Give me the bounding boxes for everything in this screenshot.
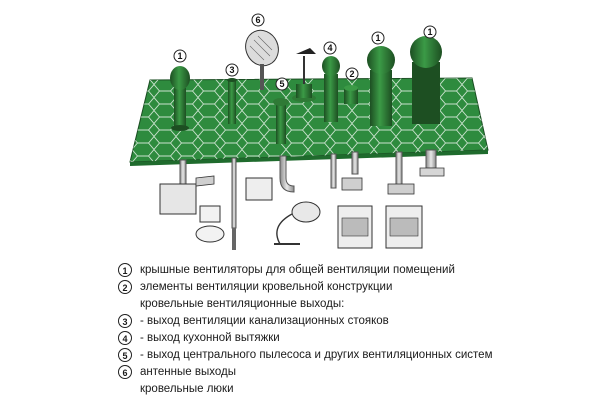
- weather-vane: [292, 48, 316, 102]
- legend-row: 2 элементы вентиляции кровельной констру…: [118, 279, 392, 295]
- legend-row: кровельные люки: [118, 381, 234, 397]
- legend-text: элементы вентиляции кровельной конструкц…: [140, 281, 393, 293]
- vent-right-tall: [410, 36, 442, 124]
- callout-fan-center: 5: [275, 77, 289, 91]
- kitchen-stoves: [337, 167, 445, 249]
- legend-text: кровельные люки: [140, 383, 234, 395]
- legend-row: 6 антенные выходы: [118, 364, 236, 380]
- bathroom-fixtures: [159, 175, 236, 250]
- svg-text:1: 1: [177, 51, 182, 61]
- svg-text:5: 5: [279, 79, 284, 89]
- legend-row: 4 - выход кухонной вытяжки: [118, 330, 280, 346]
- legend-row: 3 - выход вентиляции канализационных сто…: [118, 313, 389, 329]
- legend-text: кровельные вентиляционные выходы:: [140, 298, 345, 310]
- legend-row: 1 крышные вентиляторы для общей вентиляц…: [118, 262, 455, 278]
- vent-pipe-tall: [227, 78, 237, 124]
- antenna-dish: [245, 29, 279, 90]
- svg-text:4: 4: [327, 43, 332, 53]
- callout-vent-mid: 1: [371, 31, 385, 45]
- legend-number: 5: [118, 348, 132, 362]
- roof-ventilation-illustration: 1 3 6 5 4 2 1 1: [129, 13, 489, 250]
- svg-text:3: 3: [229, 65, 234, 75]
- callout-vent-right-short: 4: [323, 41, 337, 55]
- vent-left: [170, 66, 190, 131]
- callout-pipe-tall: 3: [225, 63, 239, 77]
- svg-text:1: 1: [375, 33, 380, 43]
- callout-vent-right-tall: 1: [423, 25, 437, 39]
- legend-number: 3: [118, 314, 132, 328]
- svg-text:2: 2: [349, 69, 354, 79]
- legend-text: - выход вентиляции канализационных стояк…: [140, 315, 389, 327]
- legend-number: 4: [118, 331, 132, 345]
- vent-small: [344, 85, 358, 104]
- fan-center: [273, 98, 289, 144]
- drain-pipes: [179, 149, 437, 229]
- svg-text:6: 6: [255, 15, 260, 25]
- svg-text:1: 1: [427, 27, 432, 37]
- legend-number: 2: [118, 280, 132, 294]
- vent-right-short: [367, 46, 395, 126]
- callout-pipe-small: 2: [345, 67, 359, 81]
- callout-vent-left: 1: [173, 49, 187, 63]
- legend-text: - выход кухонной вытяжки: [140, 332, 280, 344]
- legend-row: 5 - выход центрального пылесоса и других…: [118, 347, 492, 363]
- vacuum-system: [245, 177, 321, 245]
- legend-text: - выход центрального пылесоса и других в…: [140, 349, 493, 361]
- legend-text: крышные вентиляторы для общей вентиляции…: [140, 264, 455, 276]
- legend-number: 6: [118, 365, 132, 379]
- legend-row: кровельные вентиляционные выходы:: [118, 296, 344, 312]
- callout-antenna: 6: [251, 13, 265, 27]
- legend-text: антенные выходы: [140, 366, 236, 378]
- roof-panel: [129, 77, 489, 166]
- vent-mid: [322, 56, 340, 122]
- legend-number: 1: [118, 263, 132, 277]
